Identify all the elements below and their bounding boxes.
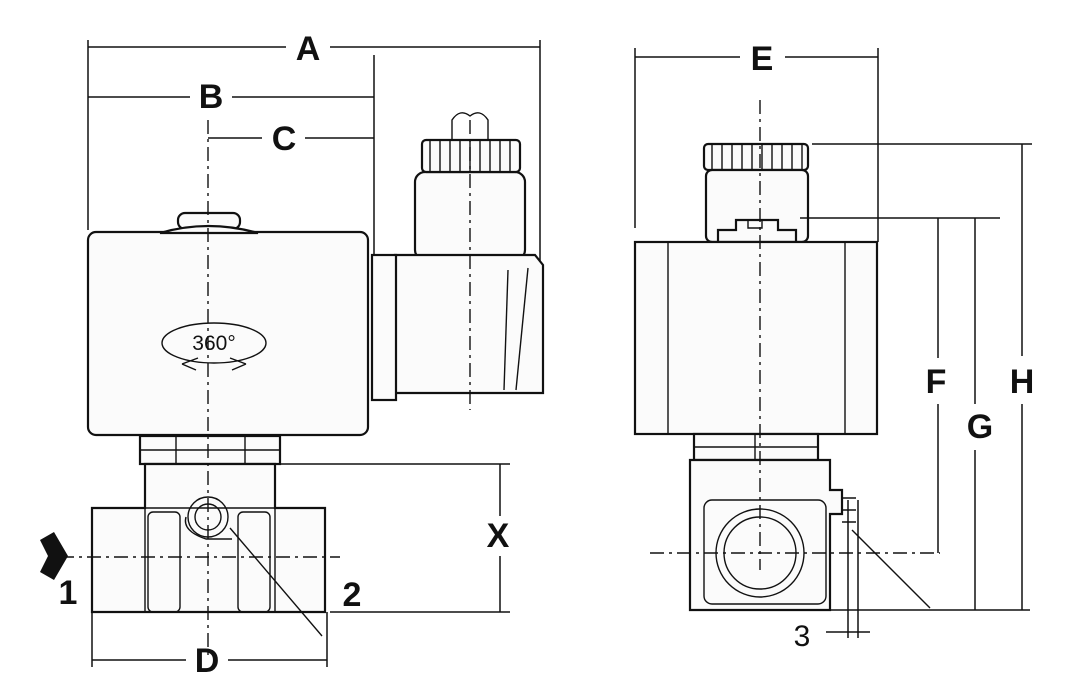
label-b: B [199, 78, 224, 116]
dimension-x: X [280, 463, 510, 613]
side-connector [702, 142, 810, 244]
label-d: D [195, 642, 220, 680]
side-valve-body [688, 458, 931, 612]
dimension-h: H [812, 143, 1035, 610]
dimension-3: 3 [794, 500, 870, 653]
rotation-indicator: 360° [161, 322, 267, 371]
label-a: A [296, 30, 321, 68]
label-x: X [487, 517, 510, 555]
side-nut [692, 432, 820, 462]
label-port-2: 2 [343, 576, 362, 614]
inlet-arrow-icon [40, 532, 68, 580]
dimension-a: A [87, 30, 541, 262]
label-h: H [1010, 363, 1035, 401]
dimension-d: D [91, 612, 328, 680]
front-connector [370, 112, 545, 402]
front-view: 360° A [40, 30, 545, 680]
dimension-f: F [800, 217, 1000, 553]
port-1-marker: 1 [40, 532, 77, 612]
dimension-b: B [88, 55, 375, 255]
side-view: E F G H 3 [633, 40, 1035, 653]
side-coil [633, 240, 879, 436]
front-coil-cap [159, 211, 259, 235]
dimension-c: C [208, 120, 374, 158]
label-port-1: 1 [59, 574, 78, 612]
label-f: F [926, 363, 947, 401]
label-c: C [272, 120, 297, 158]
dimension-e: E [634, 40, 879, 242]
rotation-text: 360° [192, 332, 235, 355]
label-e: E [751, 40, 774, 78]
front-nut [138, 434, 282, 466]
label-3: 3 [794, 620, 811, 653]
dimension-g: G [830, 218, 1030, 611]
label-g: G [967, 408, 993, 446]
